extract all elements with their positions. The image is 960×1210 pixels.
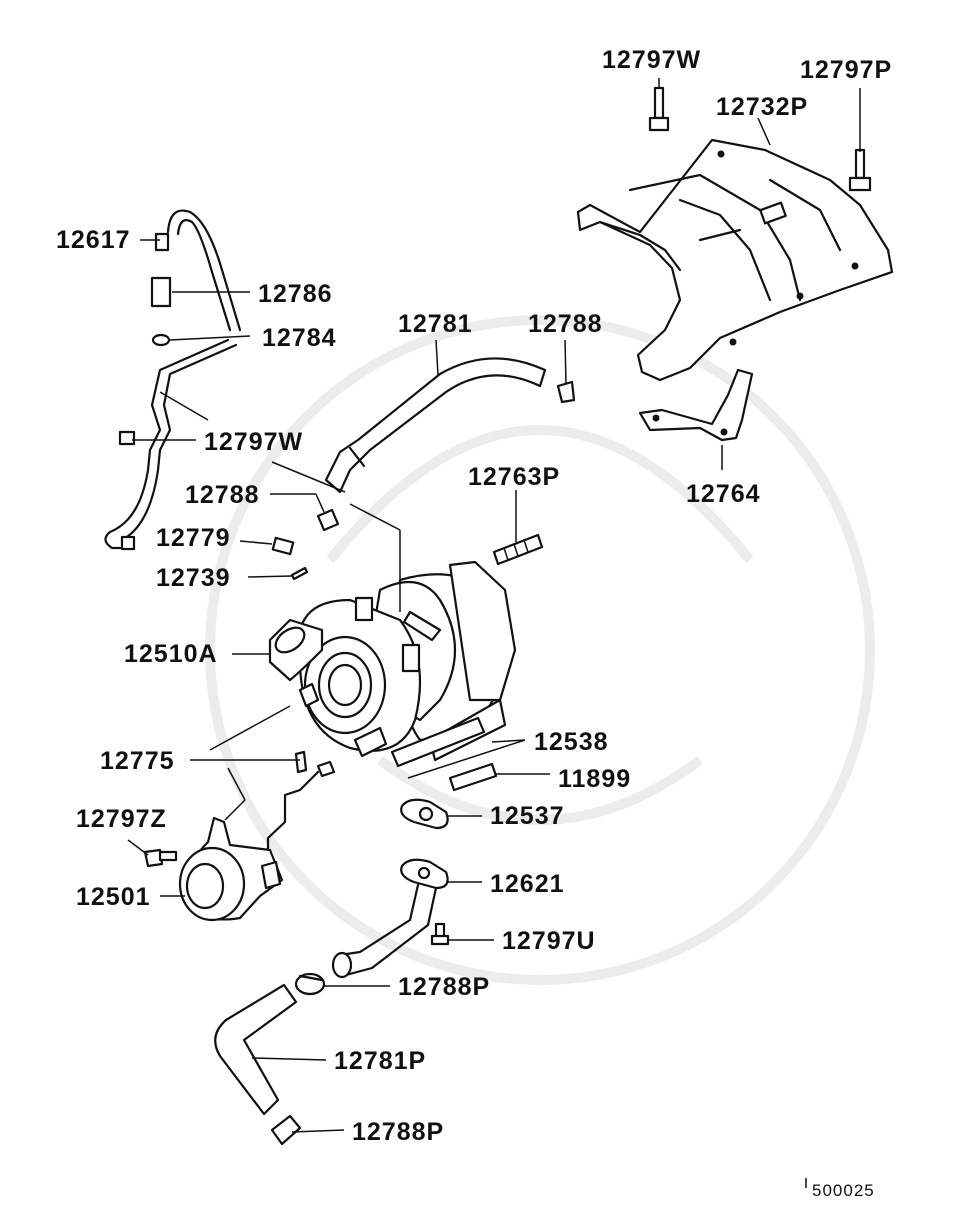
nut-12779 (271, 536, 295, 556)
stud-12763p (492, 533, 544, 566)
label-12784: 12784 (262, 324, 337, 352)
gasket-12538 (390, 716, 486, 768)
bolt-12797u (430, 922, 450, 946)
gasket-11899 (448, 762, 498, 792)
hose-12781 (324, 357, 576, 494)
pipe-12621 (331, 858, 449, 979)
label-12617: 12617 (56, 226, 131, 254)
label-12786: 12786 (258, 280, 333, 308)
label-12537: 12537 (490, 802, 565, 830)
label-12781: 12781 (398, 310, 473, 338)
label-12775: 12775 (100, 747, 175, 775)
label-12788-top: 12788 (528, 310, 603, 338)
label-12788p-upper: 12788P (398, 973, 490, 1001)
bracket (638, 368, 754, 442)
heat-protector (576, 138, 894, 382)
label-12797p: 12797P (800, 56, 892, 84)
label-12779: 12779 (156, 524, 231, 552)
watermark-emblem (205, 315, 875, 985)
label-12621: 12621 (490, 870, 565, 898)
part-labels: 12797W 12797P 12732P 12617 12786 12784 1… (56, 46, 892, 1200)
label-12538: 12538 (534, 728, 609, 756)
clamp-12788-mid (316, 508, 340, 532)
leader-lines (127, 78, 861, 1188)
label-12788-mid: 12788 (185, 481, 260, 509)
label-11899: 11899 (558, 765, 631, 793)
label-12788p-lower: 12788P (352, 1118, 444, 1146)
label-12739: 12739 (156, 564, 231, 592)
label-12797z: 12797Z (76, 805, 167, 833)
label-12732p: 12732P (716, 93, 808, 121)
bolt-12797p (848, 148, 872, 192)
oil-feed-pipe (104, 209, 242, 551)
label-12501: 12501 (76, 883, 151, 911)
label-12781p: 12781P (334, 1047, 426, 1075)
gasket-12537 (400, 798, 449, 830)
turbocharger (268, 560, 517, 762)
label-12510a: 12510A (124, 640, 218, 668)
label-12764: 12764 (686, 480, 761, 508)
clamp-12788p-lower (270, 1114, 302, 1146)
figure-id: 500025 (812, 1181, 875, 1200)
wastegate-actuator (178, 750, 336, 922)
bolt-12797z (143, 848, 178, 868)
bolt-12797w-top (648, 86, 670, 132)
pin-12739 (290, 566, 309, 581)
clamp-12788p-upper (294, 972, 326, 996)
label-12797u: 12797U (502, 927, 596, 955)
label-12797w-mid: 12797W (204, 428, 303, 456)
hose-12781p (214, 983, 298, 1116)
label-12763p: 12763P (468, 463, 560, 491)
label-12797w-top: 12797W (602, 46, 701, 74)
